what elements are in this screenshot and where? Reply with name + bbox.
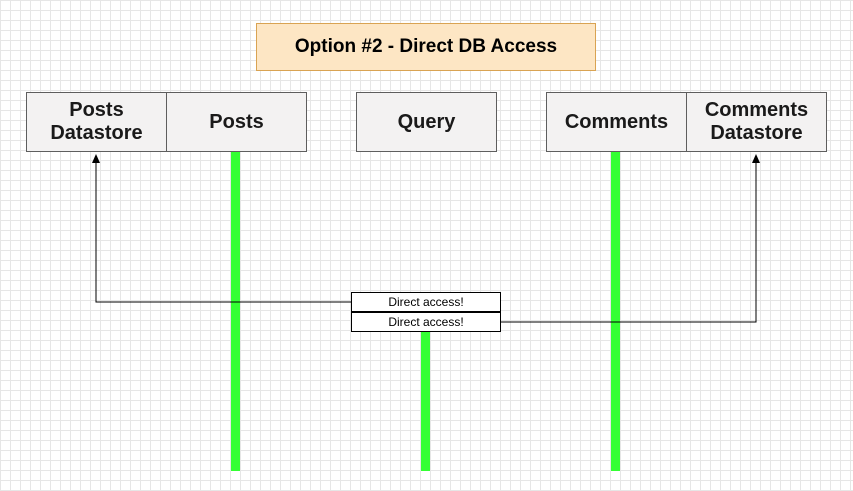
posts-lifeline (231, 152, 240, 471)
comments-datastore-arrowhead (752, 154, 760, 163)
query-service-box: Query (356, 92, 497, 152)
diagram-title: Option #2 - Direct DB Access (256, 23, 596, 71)
posts-service-box: Posts (166, 92, 307, 152)
comments-datastore-box: Comments Datastore (686, 92, 827, 152)
query-lifeline (421, 332, 430, 471)
comments-access-connector (501, 162, 757, 323)
posts-datastore-box: Posts Datastore (26, 92, 167, 152)
comments-service-box: Comments (546, 92, 687, 152)
comments-direct-access-label: Direct access! (351, 312, 501, 332)
posts-direct-access-label: Direct access! (351, 292, 501, 312)
comments-lifeline (611, 152, 620, 471)
posts-access-connector (95, 162, 351, 303)
posts-datastore-arrowhead (92, 154, 100, 163)
